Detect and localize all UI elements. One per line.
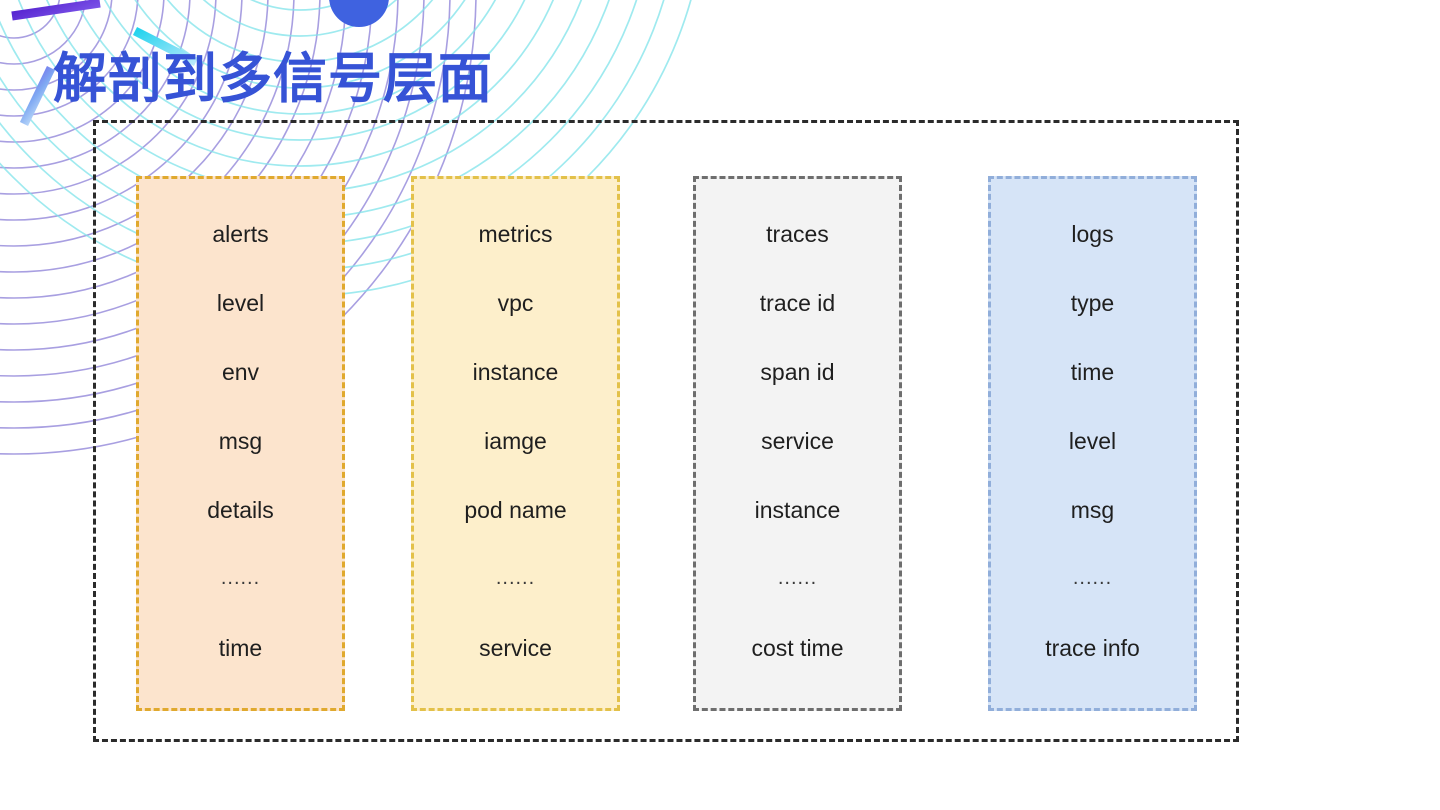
- field-label: service: [479, 635, 552, 661]
- signal-column-alerts[interactable]: alerts level env msg details ...... time: [136, 176, 345, 711]
- stroke-dark-purple: [11, 0, 101, 21]
- field-label: trace id: [759, 290, 836, 316]
- field-ellipsis: ......: [1072, 567, 1113, 589]
- field-label: logs: [1071, 221, 1114, 247]
- field-label: traces: [766, 221, 829, 247]
- field-label: msg: [218, 428, 263, 454]
- field-label: env: [221, 359, 260, 385]
- field-label: type: [1070, 290, 1115, 316]
- signal-column-traces[interactable]: traces trace id span id service instance…: [693, 176, 902, 711]
- signal-columns-group: alerts level env msg details ...... time…: [93, 120, 1239, 742]
- field-label: alerts: [212, 221, 269, 247]
- field-label: level: [1068, 428, 1117, 454]
- field-label: trace info: [1045, 635, 1140, 661]
- field-label: vpc: [497, 290, 534, 316]
- field-label: time: [218, 635, 263, 661]
- field-label: service: [761, 428, 834, 454]
- stroke-gradient-diagonal: [19, 66, 56, 126]
- field-label: iamge: [484, 428, 547, 454]
- field-label: metrics: [478, 221, 553, 247]
- field-label: details: [207, 497, 274, 523]
- field-label: level: [216, 290, 265, 316]
- field-label: instance: [472, 359, 559, 385]
- page-title: 解剖到多信号层面: [53, 49, 493, 109]
- field-label: time: [1070, 359, 1115, 385]
- circle-blue: [329, 0, 389, 27]
- field-label: pod name: [464, 497, 567, 523]
- signal-column-logs[interactable]: logs type time level msg ...... trace in…: [988, 176, 1197, 711]
- field-ellipsis: ......: [495, 567, 536, 589]
- signal-column-metrics[interactable]: metrics vpc instance iamge pod name ....…: [411, 176, 620, 711]
- field-label: instance: [754, 497, 841, 523]
- field-label: msg: [1070, 497, 1115, 523]
- field-ellipsis: ......: [220, 567, 261, 589]
- field-label: span id: [760, 359, 835, 385]
- field-label: cost time: [751, 635, 844, 661]
- field-ellipsis: ......: [777, 567, 818, 589]
